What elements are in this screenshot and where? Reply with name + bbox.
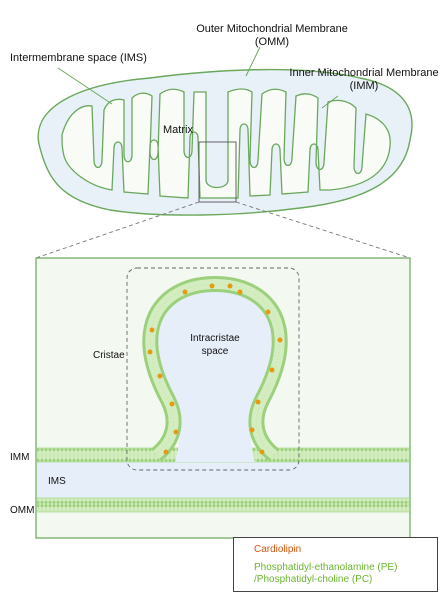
imm-title: Inner Mitochondrial Membrane (IMM) — [284, 67, 444, 93]
omm-label: Outer Mitochondrial Membrane — [196, 23, 348, 35]
zoom-projection — [35, 201, 411, 259]
omm-short-label: OMM — [10, 505, 35, 516]
intracristae-line2: space — [201, 346, 229, 357]
cardiolipin-molecules — [147, 283, 283, 455]
intracristae-label: Intracristae space — [182, 332, 248, 358]
mitochondrion-overview — [37, 68, 413, 216]
imm-short-label: IMM — [10, 452, 30, 463]
leader-lines — [57, 46, 339, 109]
omm-title: Outer Mitochondrial Membrane (OMM) — [182, 23, 362, 49]
ims-label: Intermembrane space (IMS) — [10, 52, 147, 64]
matrix-label: Matrix — [163, 124, 193, 136]
omm-bilayer — [37, 498, 409, 512]
legend-box: Cardiolipin Phosphatidyl-ethanolamine (P… — [233, 537, 438, 592]
zoomed-panel — [35, 257, 411, 539]
cristae-highlight-box — [126, 267, 300, 471]
legend-pe-line1: Phosphatidyl-ethanolamine (PE) — [254, 562, 398, 573]
omm-abbr-label: (OMM) — [254, 36, 290, 48]
zoom-region-box — [198, 141, 237, 203]
legend-pe-line2: /Phosphatidyl-choline (PC) — [254, 574, 373, 585]
cristae-label: Cristae — [93, 350, 125, 361]
ims-short-label: IMS — [48, 476, 66, 487]
intracristae-line1: Intracristae — [190, 333, 240, 344]
legend-cardiolipin: Cardiolipin — [254, 544, 302, 555]
imm-abbr-label: (IMM) — [349, 80, 379, 92]
inner-mitochondrial-membrane — [61, 88, 391, 199]
intracristae-space — [156, 290, 274, 462]
intermembrane-space-region — [37, 462, 409, 498]
imm-label: Inner Mitochondrial Membrane — [289, 67, 439, 79]
